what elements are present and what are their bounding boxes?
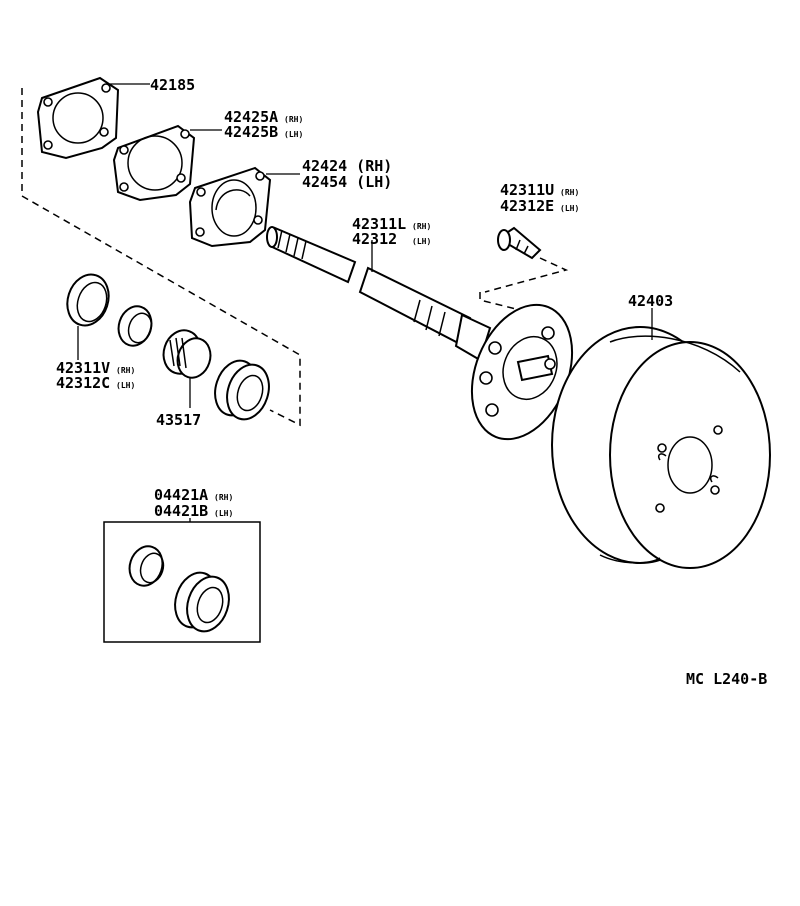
callout-bearing-kit-line1: 04421A: [154, 486, 208, 504]
spacer-ring-part: [117, 305, 153, 347]
retainer-plate-part: [188, 166, 272, 248]
hub-bolt-part: [497, 226, 542, 260]
callout-hub-bolt-line1: 42311U: [500, 181, 554, 199]
wheel-bearing-part: [214, 359, 270, 421]
callout-bearing-kit-line2: 04421B: [154, 502, 208, 520]
callout-retainer-line2: 42454 (LH): [302, 173, 392, 191]
callout-bearing-kit-sub2: (LH): [214, 509, 233, 518]
callout-hub-bolt-sub2: (LH): [560, 204, 579, 213]
callout-hub-bolt-line2: 42312E: [500, 197, 554, 215]
callout-plate-sub2: (LH): [284, 130, 303, 139]
bearing-retainer-part: [162, 329, 212, 379]
callout-bearing-kit-sub1: (RH): [214, 493, 233, 502]
callout-plate-sub1: (RH): [284, 115, 303, 124]
axle-shaft-part: [266, 226, 574, 441]
callout-brake-drum: 42403: [628, 292, 673, 310]
bearing-kit-box: [103, 521, 261, 643]
callout-oil-seal-sub2: (LH): [116, 381, 135, 390]
diagram-code: MC L240-B: [686, 670, 767, 688]
callout-oil-seal-line1: 42311V: [56, 359, 110, 377]
assembly-dashed-lines: [21, 88, 569, 427]
callout-axle-shaft-line2: 42312: [352, 230, 397, 248]
callout-oil-seal-line2: 42312C: [56, 374, 110, 392]
callout-axle-shaft-sub1: (RH): [412, 222, 431, 231]
callout-axle-shaft-sub2: (LH): [412, 237, 431, 246]
callout-plate-line1: 42425A: [224, 108, 278, 126]
callout-retainer-line1: 42424 (RH): [302, 157, 392, 175]
brake-drum-part: [551, 326, 771, 569]
backing-plate-part: [112, 124, 196, 202]
callout-axle-shaft-line1: 42311L: [352, 215, 406, 233]
callout-gasket: 42185: [150, 76, 195, 94]
callout-oil-seal-sub1: (RH): [116, 366, 135, 375]
callout-bearing-retainer: 43517: [156, 411, 201, 429]
oil-seal-part: [66, 273, 110, 327]
callout-plate-line2: 42425B: [224, 123, 278, 141]
gasket-part: [36, 76, 120, 160]
callout-hub-bolt-sub1: (RH): [560, 188, 579, 197]
